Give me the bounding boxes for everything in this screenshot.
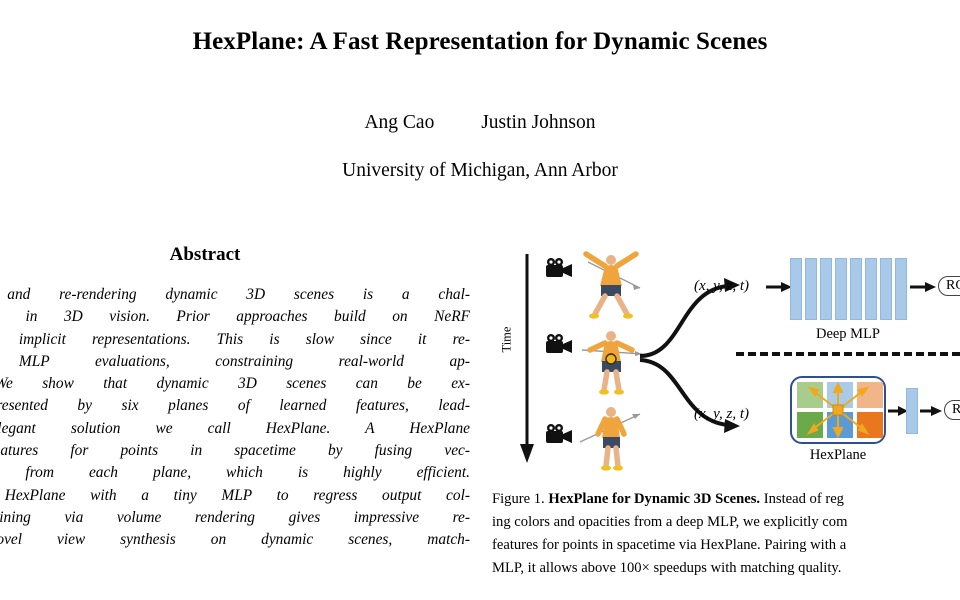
author-name: Justin Johnson [481, 112, 596, 133]
mlp-layer-bar [865, 258, 877, 320]
section-divider [736, 352, 960, 356]
camera-icon [546, 258, 572, 277]
arrow-icon [920, 406, 942, 416]
coordinate-input-label-deep-mlp: (x, y, z, t) [694, 278, 749, 294]
figure-1-diagram: Time [492, 240, 960, 485]
mlp-layer-bar [880, 258, 892, 320]
abstract-line: or novel view synthesis on dynamic scene… [0, 531, 470, 549]
deep-mlp-layers [790, 258, 907, 320]
coordinate-input-label-hexplane: (x, y, z, t) [694, 406, 749, 422]
hexplane-caption: HexPlane [809, 447, 867, 463]
time-axis-arrow [520, 254, 534, 463]
rgb-output-label-hexplane: RGB [944, 400, 960, 420]
affiliation: University of Michigan, Ann Arbor [342, 160, 618, 181]
author-list: Ang Cao Justin Johnson [0, 112, 960, 134]
caption-line: ing colors and opacities from a deep MLP… [492, 514, 848, 530]
arrow-icon [888, 406, 908, 416]
abstract-line: g task in 3D vision. Prior approaches bu… [0, 308, 470, 326]
video-frame [544, 248, 648, 322]
hexplane-module [790, 376, 886, 444]
camera-icon [546, 424, 572, 443]
abstract-line: an elegant solution we call HexPlane. A … [0, 419, 470, 437]
video-frame [544, 396, 648, 471]
arrow-icon [766, 282, 792, 292]
abstract-line: g a HexPlane with a tiny MLP to regress … [0, 486, 470, 504]
mlp-layer-bar [820, 258, 832, 320]
abstract-line: many MLP evaluations, constraining real-… [0, 352, 470, 370]
abstract-line: d training via volume rendering gives im… [0, 508, 470, 526]
mlp-layer-bar [790, 258, 802, 320]
arrow-icon [910, 282, 936, 292]
mlp-layer-bar [805, 258, 817, 320]
figure-column: Time [492, 240, 960, 600]
caption-line-text: Instead of reg [763, 491, 844, 507]
deep-mlp-caption: Deep MLP [815, 326, 881, 342]
tiny-mlp-layer [906, 388, 918, 434]
abstract-column: Abstract deling and re-rendering dynamic… [0, 244, 470, 600]
caption-line: features for points in spacetime via Hex… [492, 537, 847, 553]
author-name: Ang Cao [364, 112, 435, 133]
caption-prefix: Figure 1. [492, 491, 549, 507]
caption-bold-title: HexPlane for Dynamic 3D Scenes. [548, 491, 761, 507]
rgb-output-label-deep-mlp: RGB [938, 276, 960, 296]
mlp-layer-bar [850, 258, 862, 320]
caption-line: MLP, it allows above 100× speedups with … [492, 560, 842, 576]
mlp-layer-bar [835, 258, 847, 320]
page-title: HexPlane: A Fast Representation for Dyna… [192, 28, 768, 55]
abstract-line: ly on implicit representations. This is … [0, 330, 470, 348]
video-frame [544, 324, 648, 398]
figure-caption: Figure 1. HexPlane for Dynamic 3D Scenes… [492, 488, 960, 598]
mlp-layer-bar [895, 258, 907, 320]
abstract-line: y represented by six planes of learned f… [0, 397, 470, 415]
abstract-line: xtracted from each plane, which is highl… [0, 464, 470, 482]
camera-icon [546, 334, 572, 353]
sample-point-highlight [605, 353, 617, 365]
time-axis-label: Time [499, 326, 514, 353]
caption-line: Figure 1. HexPlane for Dynamic 3D Scenes… [492, 488, 960, 511]
abstract-text: deling and re-rendering dynamic 3D scene… [0, 284, 470, 552]
branch-arrows [639, 278, 740, 433]
abstract-heading: Abstract [169, 244, 241, 265]
dancer-figure [579, 407, 641, 471]
dancer-figure [583, 251, 641, 319]
feature-fusion-arrows [806, 381, 870, 439]
dancer-figure [581, 331, 643, 395]
abstract-line: deling and re-rendering dynamic 3D scene… [0, 286, 470, 303]
abstract-line: ons. We show that dynamic 3D scenes can … [0, 375, 470, 393]
abstract-line: tes features for points in spacetime by … [0, 442, 470, 460]
